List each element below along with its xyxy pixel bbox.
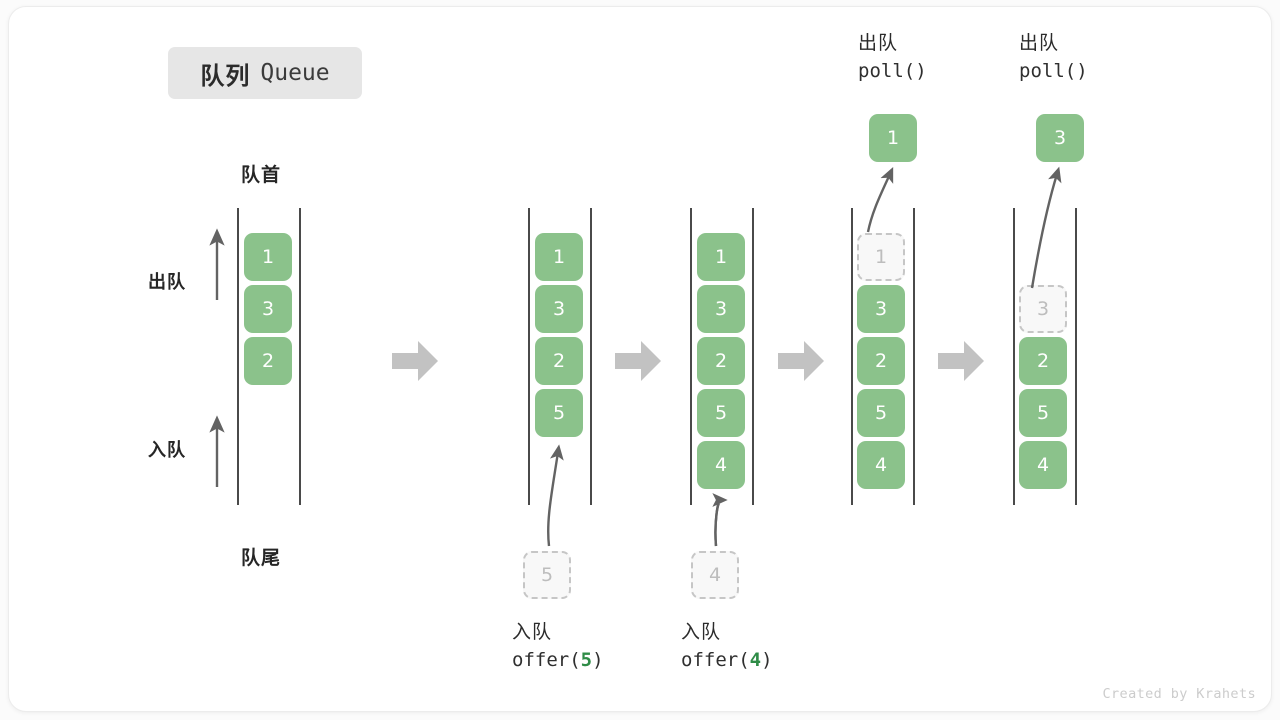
- queue-element: 2: [535, 337, 583, 385]
- step-arrow-icon: [778, 341, 824, 381]
- rail-left-stage-3: [690, 208, 692, 505]
- poll-3-caption-cn: 出队: [1019, 33, 1060, 54]
- offer-4-caption-code: offer(4): [681, 647, 773, 674]
- queue-element: 5: [697, 389, 745, 437]
- poll-1-caption-code: poll(): [858, 59, 927, 82]
- dequeued-slot: 3: [1019, 285, 1067, 333]
- queue-element: 5: [857, 389, 905, 437]
- offer-5-caption-cn: 入队: [512, 622, 553, 643]
- queue-element: 2: [1019, 337, 1067, 385]
- rail-left-stage-1: [237, 208, 239, 505]
- outgoing-element: 3: [1036, 114, 1084, 162]
- queue-element: 3: [535, 285, 583, 333]
- queue-element: 4: [1019, 441, 1067, 489]
- dequeue-label: 出队: [148, 272, 186, 292]
- poll-1-caption: 出队 poll(): [858, 31, 927, 85]
- offer-5-code-prefix: offer(: [512, 648, 581, 671]
- queue-element: 4: [697, 441, 745, 489]
- queue-element: 1: [535, 233, 583, 281]
- offer-5-caption-code: offer(5): [512, 647, 604, 674]
- rear-label: 队尾: [241, 548, 282, 569]
- queue-element: 2: [697, 337, 745, 385]
- incoming-element: 4: [691, 551, 739, 599]
- queue-element: 1: [697, 233, 745, 281]
- rail-right-stage-1: [299, 208, 301, 505]
- poll-1-caption-cn: 出队: [858, 33, 899, 54]
- title-chinese: 队列: [200, 62, 251, 90]
- title-badge: 队列 Queue: [168, 47, 362, 99]
- queue-element: 2: [244, 337, 292, 385]
- offer-5-caption: 入队 offer(5): [512, 620, 604, 674]
- incoming-element: 5: [523, 551, 571, 599]
- offer-5-code-suffix: ): [592, 648, 604, 671]
- enqueue-label: 入队: [148, 440, 186, 460]
- offer-4-caption: 入队 offer(4): [681, 620, 773, 674]
- offer-4-code-arg: 4: [749, 648, 762, 671]
- offer-5-code-arg: 5: [580, 648, 593, 671]
- queue-element: 3: [244, 285, 292, 333]
- queue-element: 3: [697, 285, 745, 333]
- poll-3-caption-code: poll(): [1019, 59, 1088, 82]
- rail-right-stage-4: [913, 208, 915, 505]
- offer-4-caption-cn: 入队: [681, 622, 722, 643]
- dequeued-slot: 1: [857, 233, 905, 281]
- rail-left-stage-2: [528, 208, 530, 505]
- offer-4-code-prefix: offer(: [681, 648, 750, 671]
- rail-right-stage-2: [590, 208, 592, 505]
- rail-right-stage-3: [752, 208, 754, 505]
- front-label: 队首: [241, 165, 282, 186]
- offer-4-code-suffix: ): [761, 648, 773, 671]
- queue-element: 5: [1019, 389, 1067, 437]
- rail-left-stage-5: [1013, 208, 1015, 505]
- queue-element: 3: [857, 285, 905, 333]
- watermark: Created by Krahets: [1102, 686, 1256, 702]
- queue-element: 5: [535, 389, 583, 437]
- step-arrow-icon: [938, 341, 984, 381]
- title-english: Queue: [260, 60, 330, 86]
- queue-element: 2: [857, 337, 905, 385]
- poll-3-caption: 出队 poll(): [1019, 31, 1088, 85]
- rail-right-stage-5: [1075, 208, 1077, 505]
- outgoing-element: 1: [869, 114, 917, 162]
- queue-element: 1: [244, 233, 292, 281]
- step-arrow-icon: [392, 341, 438, 381]
- step-arrow-icon: [615, 341, 661, 381]
- rail-left-stage-4: [851, 208, 853, 505]
- queue-element: 4: [857, 441, 905, 489]
